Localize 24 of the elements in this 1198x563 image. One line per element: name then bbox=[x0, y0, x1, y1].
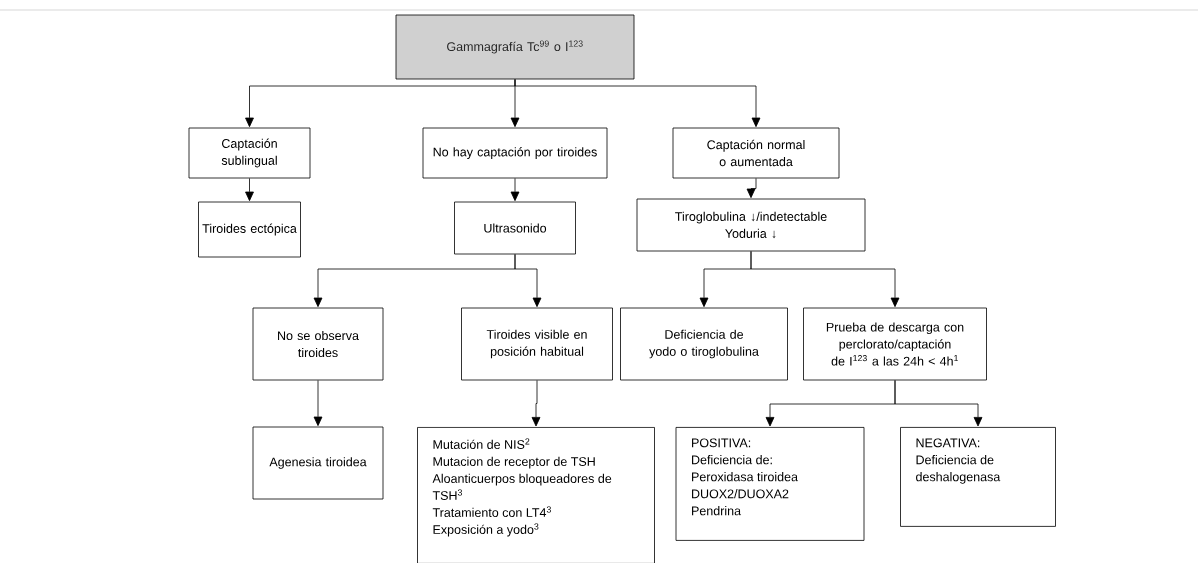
process-box: Prueba de descarga con perclorato/captación de I$^{123}$ a las 24h < 4h$^{1}$ bbox=[803, 307, 987, 381]
process-box: Deficiencia de yodo o tiroglobulina bbox=[620, 307, 788, 381]
arrow bbox=[746, 178, 757, 199]
process-box: Tiroglobulina ↓/indetectable Yoduria ↓ bbox=[636, 198, 866, 252]
arrow bbox=[245, 178, 254, 202]
process-box: Agenesia tiroidea bbox=[252, 426, 384, 500]
process-box: Captación sublingual bbox=[188, 127, 311, 179]
header-box: Gammagrafía Tc$^{99}$ o I$^{123}$ bbox=[395, 14, 635, 80]
process-box: Tiroides ectópica bbox=[198, 201, 301, 258]
process-box: Ultrasonido bbox=[454, 201, 576, 255]
arrow bbox=[894, 380, 983, 427]
process-box: No hay captación por tiroides bbox=[422, 127, 608, 179]
arrow bbox=[313, 380, 323, 427]
process-box: NEGATIVA: Deficiencia de deshalogenasa bbox=[900, 427, 1056, 527]
arrow bbox=[750, 251, 900, 308]
arrow bbox=[510, 178, 520, 202]
arrow bbox=[531, 380, 541, 427]
process-box: Mutación de NIS$^{2}$ Mutacion de receptor de TSH Aloanticuerpos bloqueadores de TSH$^{3}$ Tratamiento con LT4$^{3}$ Exposición a yodo$^{3}$ bbox=[417, 427, 655, 563]
arrow bbox=[514, 79, 761, 128]
arrow bbox=[514, 254, 542, 308]
process-box: POSITIVA: Deficiencia de: Peroxidasa tiroidea DUOX2/DUOXA2 Pendrina bbox=[675, 427, 865, 541]
process-box: Captación normal o aumentada bbox=[672, 127, 840, 179]
process-box: No se observa tiroides bbox=[252, 307, 384, 381]
process-box: Tiroides visible en posición habitual bbox=[461, 307, 613, 381]
